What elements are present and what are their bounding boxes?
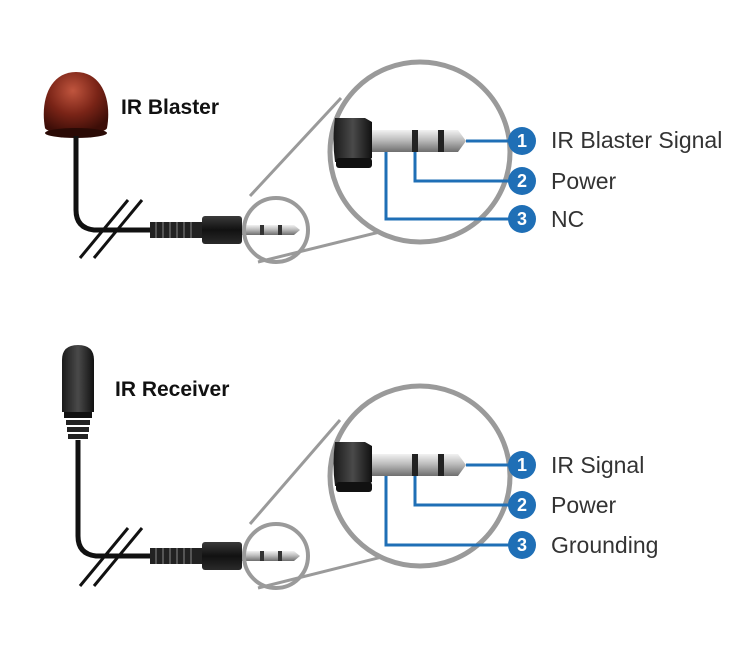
ir-receiver-cable	[75, 440, 205, 559]
pin-1-label: IR Blaster Signal	[551, 127, 722, 153]
enlarged-jack-icon	[333, 442, 466, 492]
pin-1-label: IR Signal	[551, 452, 644, 478]
pin-3-label: Grounding	[551, 532, 658, 558]
svg-text:1: 1	[517, 455, 527, 475]
pin-2-label: Power	[551, 492, 617, 518]
pin-2-badge: 2	[508, 491, 536, 519]
ir-receiver-title: IR Receiver	[115, 378, 229, 401]
enlarged-jack-icon	[333, 118, 466, 168]
cable-break-marks	[78, 199, 144, 259]
ir-blaster-title: IR Blaster	[121, 96, 219, 119]
ir-blaster-jack-icon	[150, 216, 300, 244]
pin-3-badge: 3	[508, 531, 536, 559]
pin-1-badge: 1	[508, 451, 536, 479]
svg-text:1: 1	[517, 131, 527, 151]
ir-blaster-dome-icon	[43, 72, 109, 138]
svg-text:2: 2	[517, 171, 527, 191]
svg-text:2: 2	[517, 495, 527, 515]
svg-text:3: 3	[517, 535, 527, 555]
pin-2-label: Power	[551, 168, 617, 194]
pin-3-badge: 3	[508, 205, 536, 233]
cable-break-marks	[78, 527, 144, 587]
pin-3-label: NC	[551, 206, 584, 232]
pin-1-badge: 1	[508, 127, 536, 155]
ir-receiver-head-icon	[62, 345, 94, 439]
ir-receiver-jack-icon	[150, 542, 300, 570]
svg-text:3: 3	[517, 209, 527, 229]
ir-blaster-section: IR Blaster 1 IR Blaster Signal 2 Power 3…	[43, 59, 722, 264]
pin-2-badge: 2	[508, 167, 536, 195]
ir-receiver-section: IR Receiver 1 IR Signal 2 Power 3 Ground…	[62, 345, 658, 590]
ir-blaster-cable	[73, 136, 205, 233]
